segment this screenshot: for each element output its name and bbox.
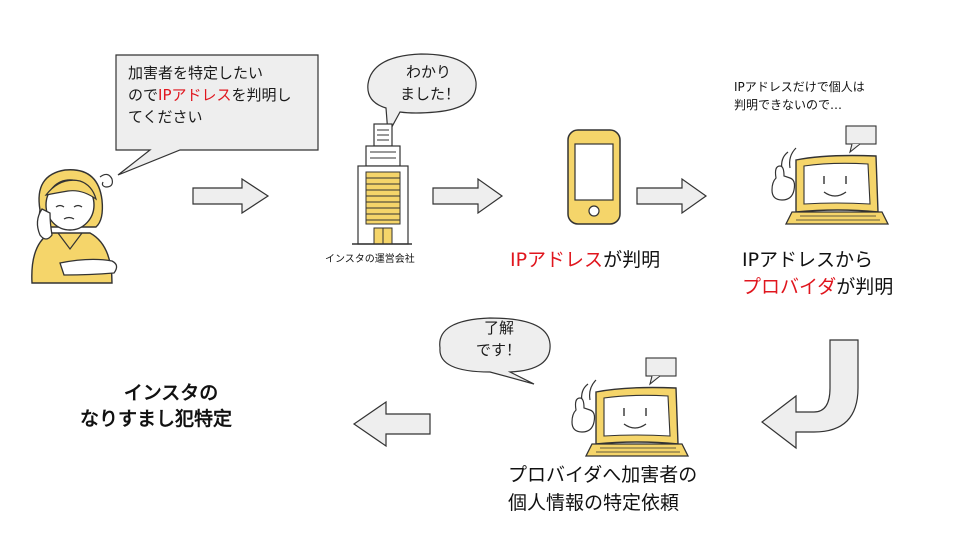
ip-found-text: IPアドレスが判明	[510, 249, 661, 271]
arrow-right-3	[636, 177, 708, 215]
ok-line2: です！	[476, 341, 522, 359]
ack-line2: ました！	[400, 85, 461, 103]
office-building-icon	[352, 123, 412, 245]
speech-bubble-ok	[439, 317, 551, 385]
ack-line1: わかり	[406, 63, 452, 81]
result-line1: インスタの	[123, 382, 219, 404]
provider-found-line2: プロバイダが判明	[742, 276, 894, 298]
ok-line1: 了解	[484, 319, 515, 337]
worried-person-icon	[31, 169, 118, 284]
arrow-left	[352, 400, 431, 448]
arrow-right-1	[192, 177, 270, 215]
computer-character-icon-2	[571, 357, 690, 457]
request-line1: 加害者を特定したい	[128, 64, 264, 82]
pc-thought-line2: 判明できないので…	[734, 98, 843, 112]
request-line2: のでIPアドレスを判明し	[128, 86, 292, 104]
curved-arrow-down-left	[761, 339, 859, 450]
company-label: インスタの運営会社	[325, 254, 415, 265]
provider-found-line1: IPアドレスから	[742, 249, 874, 271]
smartphone-icon	[567, 129, 621, 225]
request-provider-line1: プロバイダへ加害者の	[508, 464, 698, 486]
request-provider-line2: 個人情報の特定依頼	[508, 492, 680, 514]
pc-thought-line1: IPアドレスだけで個人は	[734, 80, 865, 94]
computer-character-icon	[771, 125, 890, 225]
request-line3: てください	[128, 108, 203, 126]
arrow-right-2	[432, 177, 504, 215]
speech-bubble-ack	[367, 53, 477, 137]
result-line2: なりすまし犯特定	[80, 408, 233, 430]
